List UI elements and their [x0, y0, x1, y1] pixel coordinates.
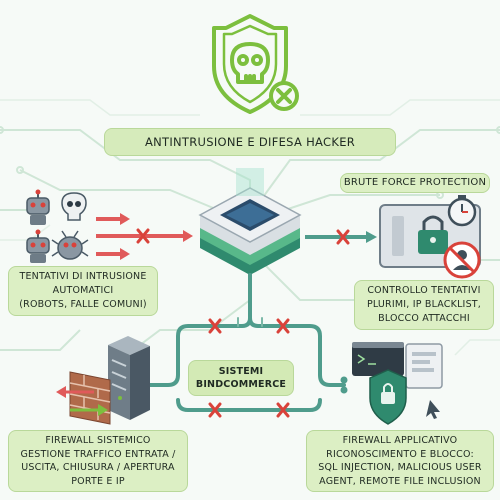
blocked-arrow-right — [305, 229, 377, 245]
control-line-1: CONTROLLO TENTATIVI — [367, 285, 481, 296]
core-line-1: SISTEMI — [218, 366, 264, 377]
firewall-system-line-2: GESTIONE TRAFFICO ENTRATA / — [20, 448, 176, 460]
control-line-3: BLOCCO ATTACCHI — [378, 313, 470, 324]
bug-robot-icon — [51, 230, 89, 260]
firewall-system-line-3: USCITA, CHIUSURA / APERTURA — [21, 462, 175, 473]
robot-icon — [26, 189, 50, 225]
control-line-2: PLURIMI, IP BLACKLIST, — [366, 299, 482, 310]
intrusion-line-2: AUTOMATICI — [52, 285, 114, 296]
core-line-2: BINDCOMMERCE — [195, 379, 287, 390]
intrusion-attempts-box: TENTATIVI DI INTRUSIONE AUTOMATICI (ROBO… — [8, 266, 158, 316]
server-brick-wall-icon — [56, 336, 150, 425]
robot-icon — [26, 229, 50, 263]
prohibited-user-icon — [443, 241, 481, 279]
connection-paths — [148, 273, 348, 412]
firewall-chip-icon — [198, 168, 302, 275]
intrusion-line-1: TENTATIVI DI INTRUSIONE — [19, 271, 147, 282]
block-x-icon — [208, 318, 290, 418]
firewall-app-line-2: RICONOSCIMENTO E BLOCCO: — [326, 448, 474, 460]
firewall-system-line-4: PORTE E IP — [71, 475, 125, 487]
firewall-app-line-4: AGENT, REMOTE FILE INCLUSION — [319, 475, 481, 487]
firewall-app-line-3: SQL INJECTION, MALICIOUS USER — [318, 462, 482, 473]
application-firewall-box: FIREWALL APPLICATIVO RICONOSCIMENTO E BL… — [306, 430, 494, 492]
block-x-icon — [136, 228, 150, 244]
attempt-control-box: CONTROLLO TENTATIVI PLURIMI, IP BLACKLIS… — [354, 280, 494, 330]
shield-padlock-browser-icon — [352, 342, 443, 425]
skull-icon — [61, 192, 87, 221]
shield-skull-icon — [212, 14, 299, 114]
firewall-system-line-1: FIREWALL SISTEMICO — [45, 435, 151, 446]
intrusion-line-3: (ROBOTS, FALLE COMUNI) — [19, 299, 147, 310]
firewall-app-line-1: FIREWALL APPLICATIVO — [342, 435, 458, 446]
attack-arrows — [96, 213, 193, 260]
system-firewall-box: FIREWALL SISTEMICO GESTIONE TRAFFICO ENT… — [8, 430, 188, 492]
padlock-stopwatch-panel-icon — [379, 195, 481, 268]
core-system-box: SISTEMI BINDCOMMERCE — [188, 360, 294, 396]
page-title: ANTINTRUSIONE E DIFESA HACKER — [104, 128, 396, 156]
brute-force-label: BRUTE FORCE PROTECTION — [340, 173, 490, 193]
